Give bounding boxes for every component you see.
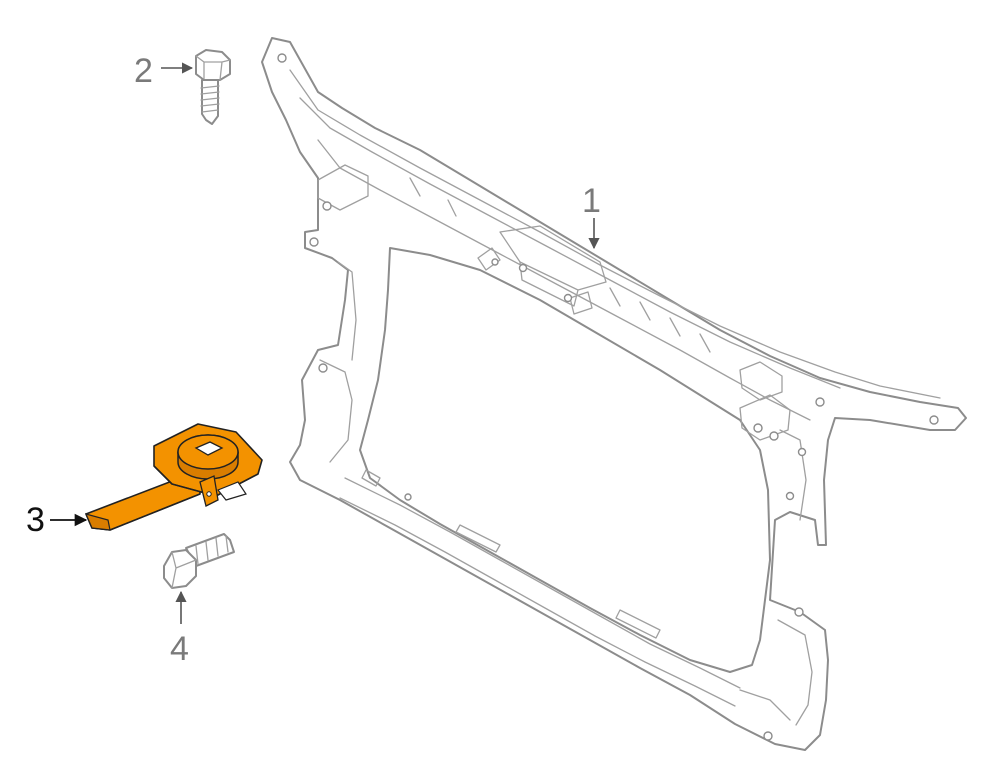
callout-1-number: 1 [582,182,601,220]
callout-4: 4 [170,590,189,668]
callout-1: 1 [582,182,601,250]
bolt [163,533,235,589]
bracket [84,423,263,531]
radiator-support-opening [359,247,771,673]
screw [195,49,231,125]
radiator-support [261,37,967,751]
callout-3: 3 [26,501,88,539]
callout-2-number: 2 [134,52,153,90]
callout-3-number: 3 [26,501,45,539]
callout-2: 2 [134,52,194,90]
callout-4-number: 4 [170,630,189,668]
